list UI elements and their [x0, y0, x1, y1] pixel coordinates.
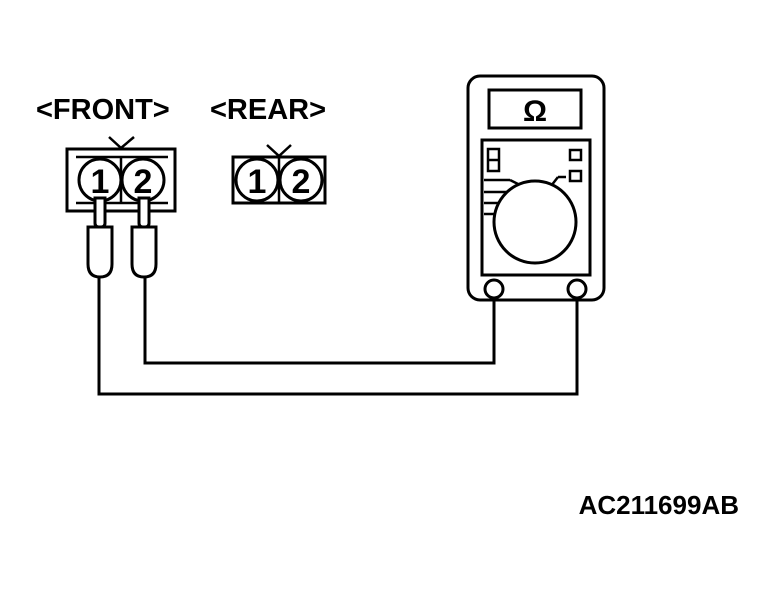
- meter-display: [487, 88, 583, 130]
- wire-probe-2-to-meter-left: [143, 277, 496, 365]
- rear-pin-2: [278, 157, 324, 203]
- meter-button-bottom: [568, 169, 583, 183]
- figure-code: AC211699AB: [579, 490, 739, 520]
- front-connector: [65, 136, 177, 213]
- front-label: <FRONT>: [36, 94, 170, 126]
- multimeter: [466, 74, 606, 302]
- rear-connector: [231, 144, 327, 205]
- meter-terminal-left: [483, 278, 505, 300]
- front-pin-1-number: 1: [91, 163, 110, 201]
- rear-pin-1-number: 1: [248, 163, 267, 201]
- meter-terminal-right: [566, 278, 588, 300]
- rear-label: <REAR>: [210, 94, 326, 126]
- rear-pin-2-number: 2: [292, 163, 311, 201]
- meter-button-top: [568, 148, 583, 162]
- probe-2: [130, 196, 158, 279]
- rear-pin-1: [234, 157, 280, 203]
- wire-probe-1-to-meter-right: [97, 277, 579, 396]
- meter-dial: [492, 179, 578, 265]
- meter-display-text: Ω: [523, 95, 547, 128]
- front-pin-2-number: 2: [134, 163, 153, 201]
- meter-panel: [480, 138, 592, 277]
